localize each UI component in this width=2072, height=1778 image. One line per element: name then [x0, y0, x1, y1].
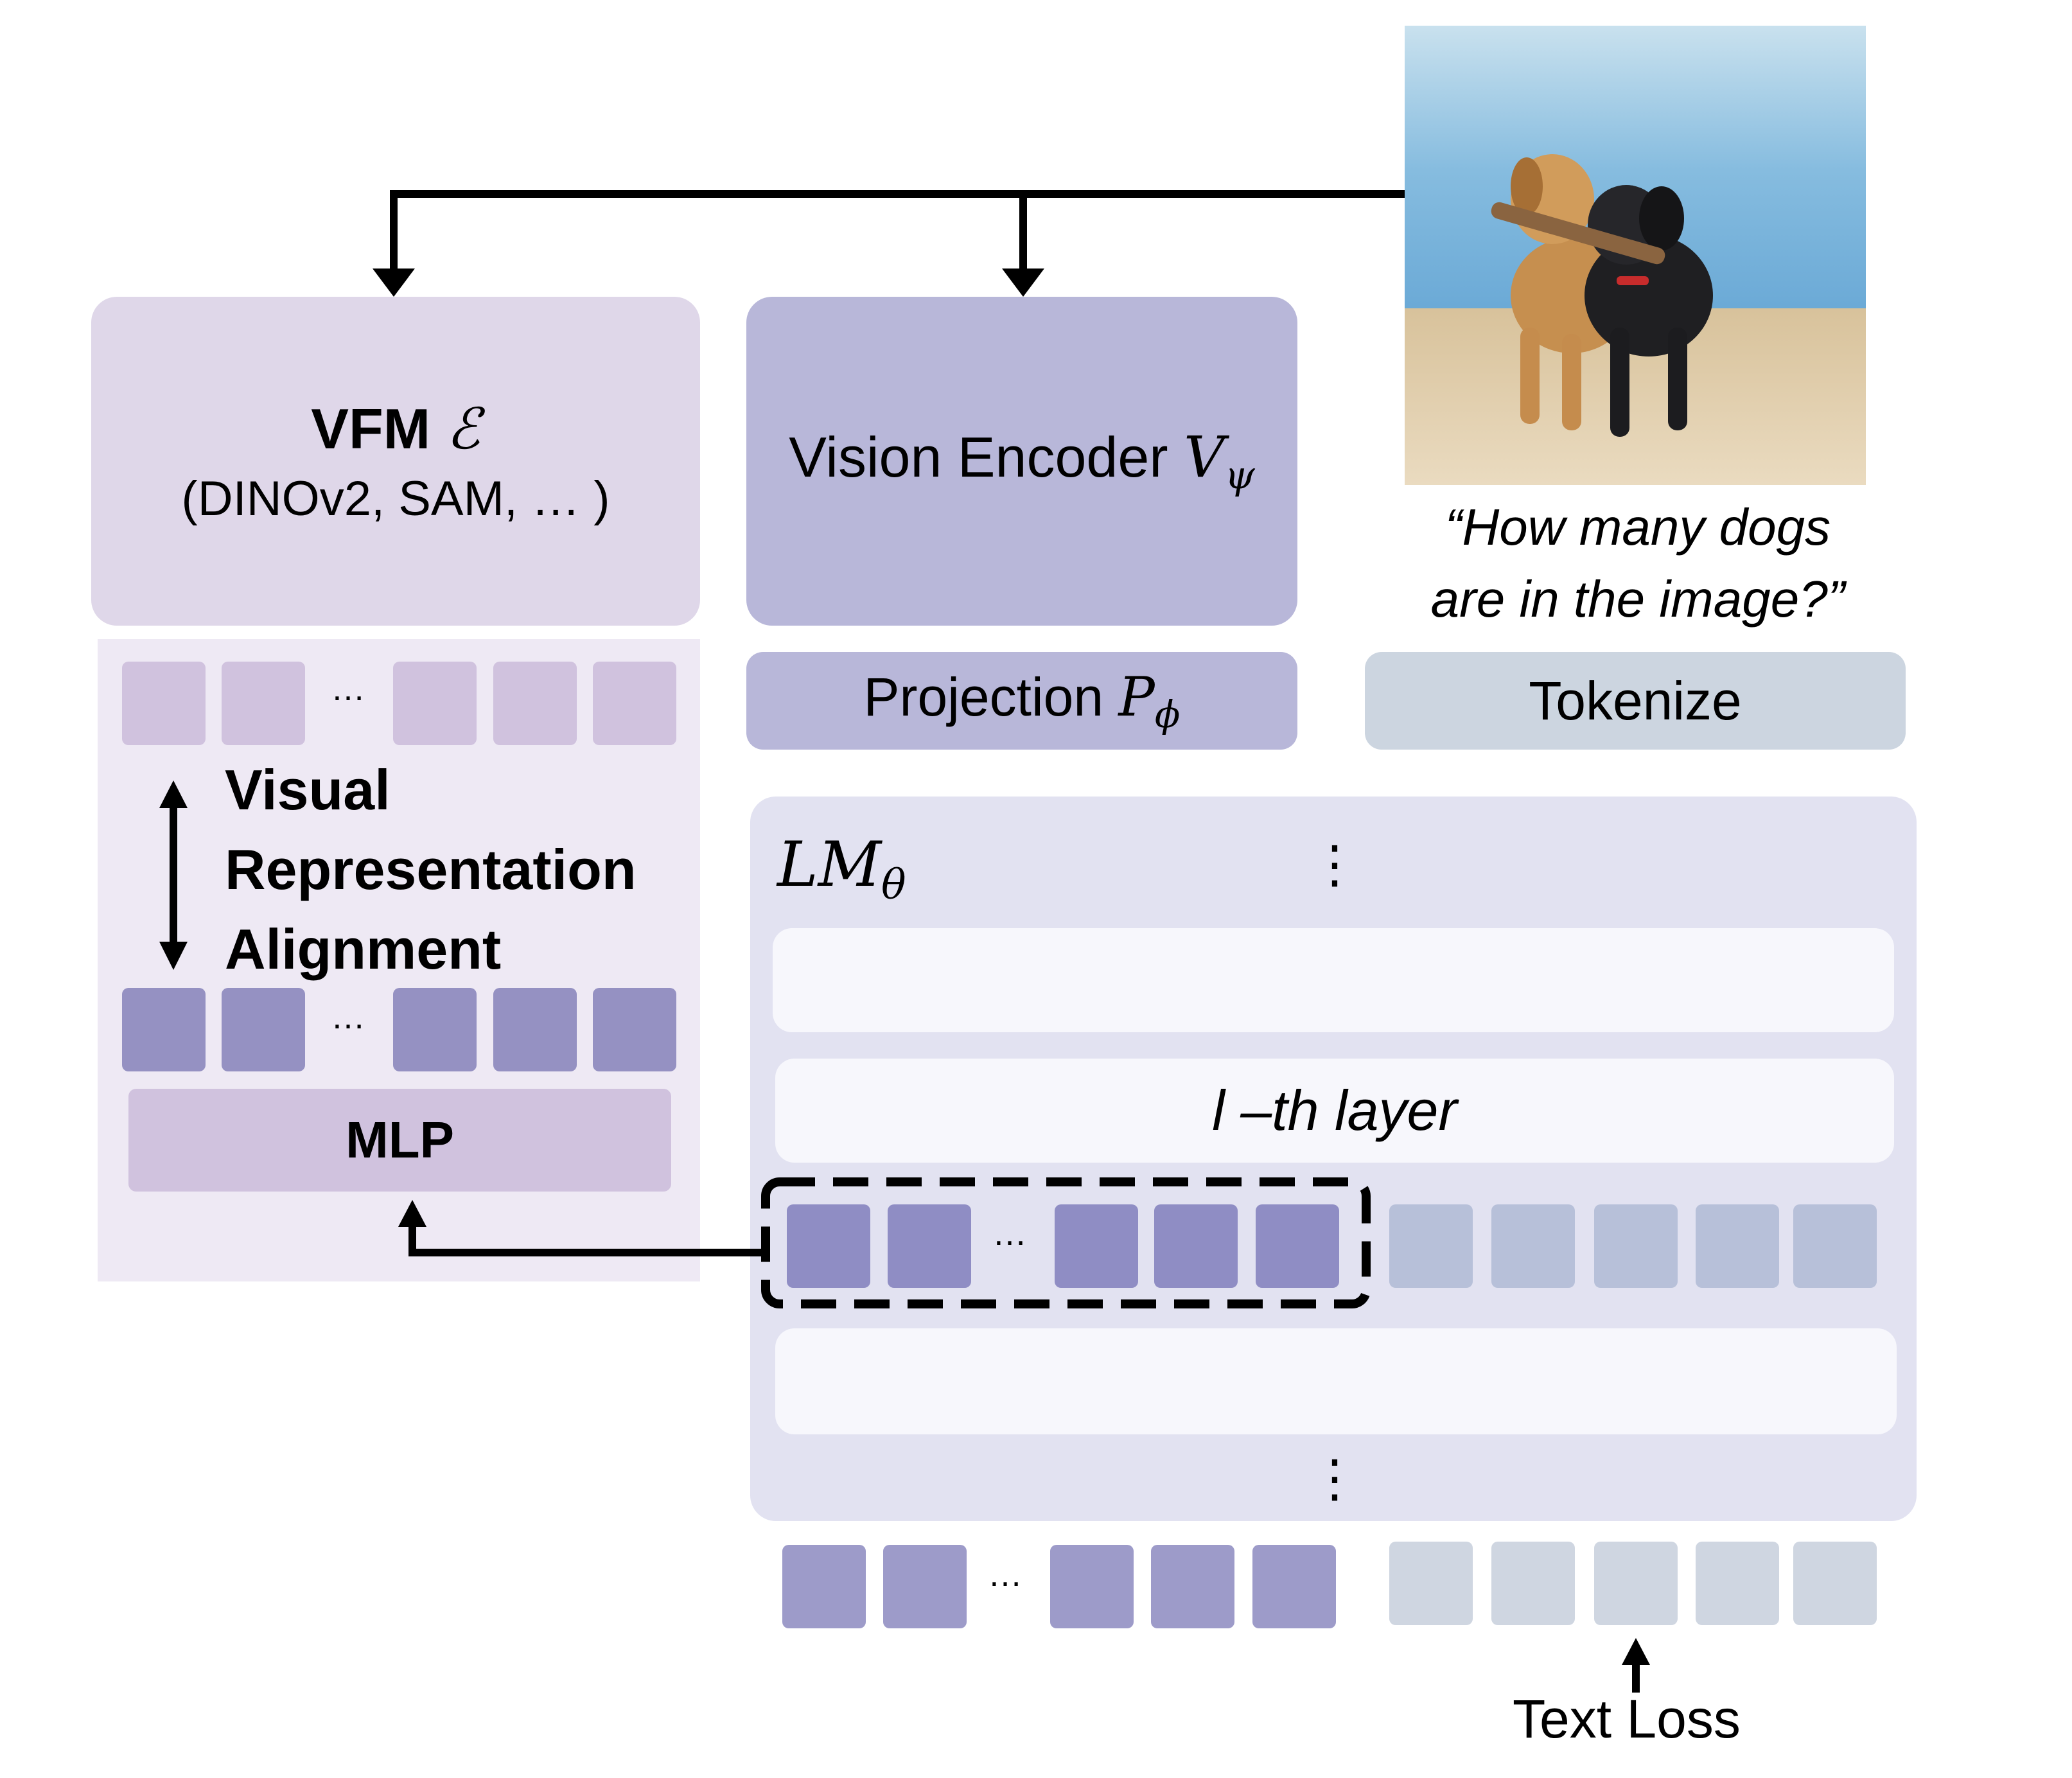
text-loss-arrowhead	[1622, 1638, 1650, 1665]
layer-label: l –th layer	[1212, 1078, 1457, 1142]
tokenize-box: Tokenize	[1365, 652, 1906, 750]
visual-hidden-token	[888, 1204, 971, 1288]
text-loss-label: Text Loss	[1513, 1689, 1741, 1749]
text-output-token	[1793, 1542, 1877, 1625]
visual-output-token	[1151, 1545, 1234, 1628]
vfm-title: VFM ℰ	[311, 396, 480, 462]
text-hidden-token	[1389, 1204, 1473, 1288]
question-text: “How many dogs are in the image?”	[1430, 498, 1845, 628]
vfm-token	[493, 662, 577, 745]
mlp-token	[122, 988, 206, 1071]
photo-of-two-dogs-icon	[1405, 26, 1866, 485]
vision-encoder-box: Vision Encoder Vψ	[746, 297, 1297, 626]
token-ellipsis: …	[988, 1555, 1023, 1594]
text-hidden-token	[1793, 1204, 1877, 1288]
visual-tokens-selection	[761, 1177, 1371, 1308]
text-output-token	[1696, 1542, 1779, 1625]
alignment-label: Visual Representation Alignment	[225, 758, 637, 981]
arrowhead-encoder	[1002, 268, 1044, 297]
vfm-symbol: ℰ	[446, 396, 480, 462]
token-ellipsis: …	[331, 669, 365, 708]
lm-layer	[773, 928, 1894, 1032]
input-image	[1405, 26, 1866, 485]
text-hidden-token	[1696, 1204, 1779, 1288]
vfm-token	[222, 662, 305, 745]
alignment-arrowhead-down	[159, 942, 188, 970]
visual-output-token	[782, 1545, 866, 1628]
mlp-token	[493, 988, 577, 1071]
arrowhead-vfm	[373, 268, 415, 297]
alignment-arrowhead-up	[159, 780, 188, 808]
lm-layer	[775, 1328, 1897, 1434]
visual-output-token	[883, 1545, 967, 1628]
visual-hidden-token	[1256, 1204, 1339, 1288]
vfm-token	[393, 662, 477, 745]
mlp-token	[222, 988, 305, 1071]
text-output-token	[1491, 1542, 1575, 1625]
visual-hidden-token	[787, 1204, 870, 1288]
mlp-token	[393, 988, 477, 1071]
tokenize-label: Tokenize	[1529, 670, 1742, 731]
vfm-token	[122, 662, 206, 745]
projection-label: Projection Pϕ	[863, 665, 1181, 736]
mlp-box: MLP	[128, 1089, 671, 1192]
token-ellipsis: …	[992, 1214, 1027, 1253]
text-hidden-token	[1491, 1204, 1575, 1288]
text-output-token	[1389, 1542, 1473, 1625]
mlp-label: MLP	[346, 1111, 454, 1168]
visual-output-token	[1252, 1545, 1336, 1628]
vertical-ellipsis-bottom: ⋮	[1309, 1450, 1360, 1507]
projection-box: Projection Pϕ	[746, 652, 1297, 750]
visual-hidden-token	[1055, 1204, 1138, 1288]
visual-output-token	[1050, 1545, 1134, 1628]
mlp-token	[593, 988, 676, 1071]
lm-label: LMθ	[777, 829, 906, 910]
vfm-box: VFM ℰ (DINOv2, SAM, … )	[91, 297, 700, 626]
token-ellipsis: …	[331, 998, 365, 1036]
visual-hidden-token	[1154, 1204, 1238, 1288]
text-hidden-token	[1594, 1204, 1678, 1288]
hidden-to-mlp-arrow	[408, 1224, 764, 1256]
image-to-encoders-arrow	[390, 190, 1405, 270]
lm-layer-l: l –th layer	[775, 1059, 1894, 1163]
vision-encoder-label: Vision Encoder Vψ	[789, 424, 1255, 498]
vfm-subtitle: (DINOv2, SAM, … )	[181, 471, 610, 526]
mlp-arrowhead	[398, 1200, 426, 1227]
vfm-token	[593, 662, 676, 745]
vertical-ellipsis-top: ⋮	[1309, 836, 1360, 893]
text-output-token	[1594, 1542, 1678, 1625]
